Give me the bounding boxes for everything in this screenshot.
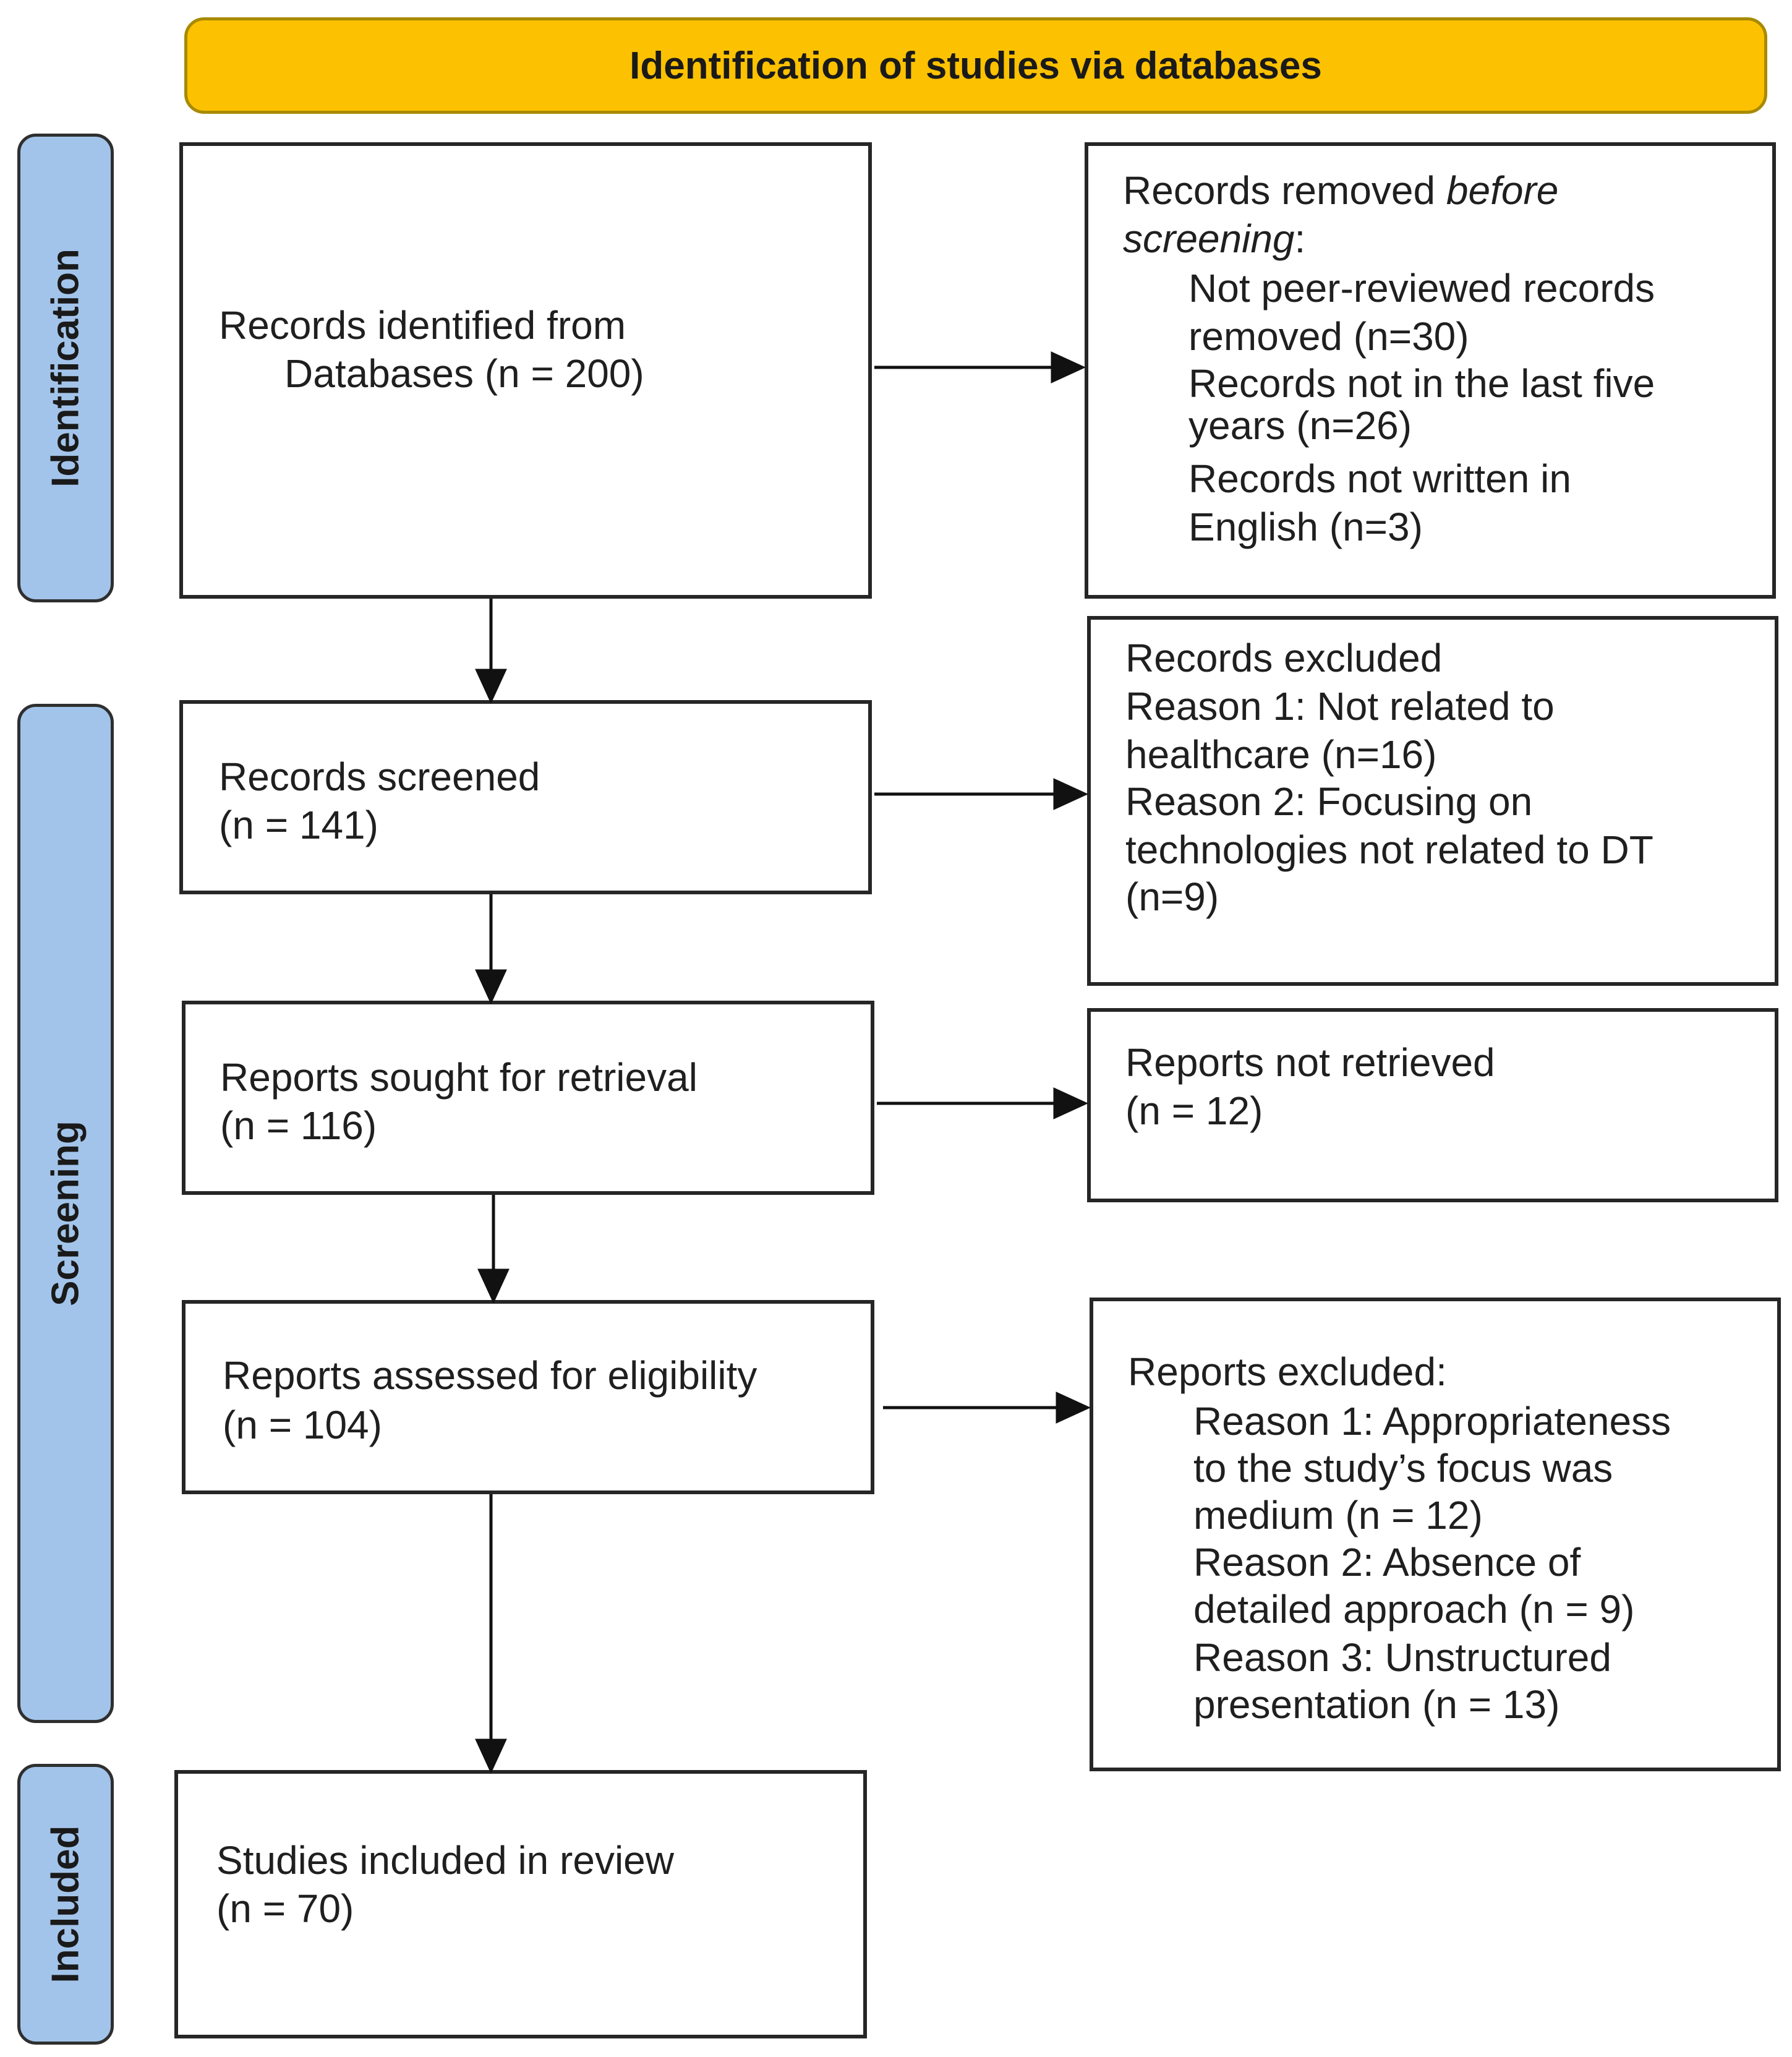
reports-sought-line2: (n = 116) <box>220 1103 377 1148</box>
records-identified-box: Records identified from Databases (n = 2… <box>179 142 872 599</box>
records-removed-title-italic-1: before <box>1446 168 1559 213</box>
records-removed-title-suffix: : <box>1294 216 1306 261</box>
records-excluded-line: Reason 1: Not related to <box>1125 684 1555 729</box>
phase-identification: Identification <box>17 134 114 602</box>
reports-assessed-line1: Reports assessed for eligibility <box>223 1353 757 1398</box>
reports-excluded-line: Reason 2: Absence of <box>1193 1540 1581 1584</box>
arrowhead-sought-to-assessed <box>477 1268 510 1304</box>
records-removed-item: removed (n=30) <box>1188 314 1469 359</box>
arrowhead-identified-to-removed <box>1051 351 1086 383</box>
records-removed-item: years (n=26) <box>1188 403 1412 448</box>
records-removed-item: English (n=3) <box>1188 505 1423 549</box>
studies-included-box: Studies included in review (n = 70) <box>174 1770 867 2038</box>
records-removed-item: Not peer-reviewed records <box>1188 266 1655 310</box>
records-identified-line2: Databases (n = 200) <box>284 351 644 396</box>
studies-included-line1: Studies included in review <box>216 1838 674 1883</box>
header-title: Identification of studies via databases <box>629 44 1322 87</box>
phase-screening: Screening <box>17 704 114 1723</box>
reports-excluded-line: detailed approach (n = 9) <box>1193 1587 1635 1631</box>
phase-included: Included <box>17 1764 114 2045</box>
arrowhead-assessed-to-reports-excluded <box>1056 1392 1091 1424</box>
records-excluded-line: technologies not related to DT <box>1125 828 1653 872</box>
records-removed-title-line2: screening: <box>1123 215 1305 262</box>
reports-excluded-line: presentation (n = 13) <box>1193 1682 1560 1727</box>
reports-assessed-line2: (n = 104) <box>223 1403 382 1447</box>
reports-excluded-line: Reason 3: Unstructured <box>1193 1635 1611 1680</box>
reports-excluded-line: to the study’s focus was <box>1193 1446 1613 1490</box>
studies-included-line2: (n = 70) <box>216 1886 354 1931</box>
records-removed-title-line1: Records removed before <box>1123 167 1558 214</box>
reports-sought-line1: Reports sought for retrieval <box>220 1055 698 1100</box>
records-removed-item: Records not written in <box>1188 456 1571 501</box>
records-removed-title-italic-2: screening <box>1123 216 1295 261</box>
reports-excluded-line: medium (n = 12) <box>1193 1493 1483 1537</box>
records-screened-line2: (n = 141) <box>219 803 378 847</box>
reports-excluded-box: Reports excluded: Reason 1: Appropriaten… <box>1090 1298 1781 1771</box>
header-banner: Identification of studies via databases <box>184 17 1767 114</box>
records-screened-box: Records screened (n = 141) <box>179 700 872 894</box>
reports-not-retrieved-box: Reports not retrieved (n = 12) <box>1087 1008 1778 1202</box>
reports-assessed-box: Reports assessed for eligibility (n = 10… <box>182 1300 874 1494</box>
reports-not-retrieved-line2: (n = 12) <box>1125 1088 1263 1133</box>
reports-excluded-title: Reports excluded: <box>1128 1349 1447 1394</box>
reports-sought-box: Reports sought for retrieval (n = 116) <box>182 1001 874 1195</box>
records-excluded-line: healthcare (n=16) <box>1125 732 1437 777</box>
records-excluded-line: Records excluded <box>1125 636 1443 680</box>
arrowhead-identified-to-screened <box>475 669 507 704</box>
arrowhead-screened-to-excluded <box>1053 778 1089 810</box>
records-removed-item: Records not in the last five <box>1188 361 1655 406</box>
records-identified-line1: Records identified from <box>219 303 626 348</box>
reports-excluded-line: Reason 1: Appropriateness <box>1193 1399 1671 1443</box>
records-excluded-box: Records excluded Reason 1: Not related t… <box>1087 616 1778 986</box>
records-removed-title-prefix: Records removed <box>1123 168 1446 213</box>
reports-not-retrieved-line1: Reports not retrieved <box>1125 1040 1495 1085</box>
arrowhead-screened-to-sought <box>475 969 507 1005</box>
records-screened-line1: Records screened <box>219 755 540 799</box>
arrowhead-assessed-to-included <box>475 1738 507 1774</box>
records-excluded-line: Reason 2: Focusing on <box>1125 779 1533 824</box>
records-removed-box: Records removed before screening: Not pe… <box>1085 142 1776 599</box>
arrowhead-sought-to-not-retrieved <box>1053 1087 1089 1119</box>
records-excluded-line: (n=9) <box>1125 875 1219 919</box>
